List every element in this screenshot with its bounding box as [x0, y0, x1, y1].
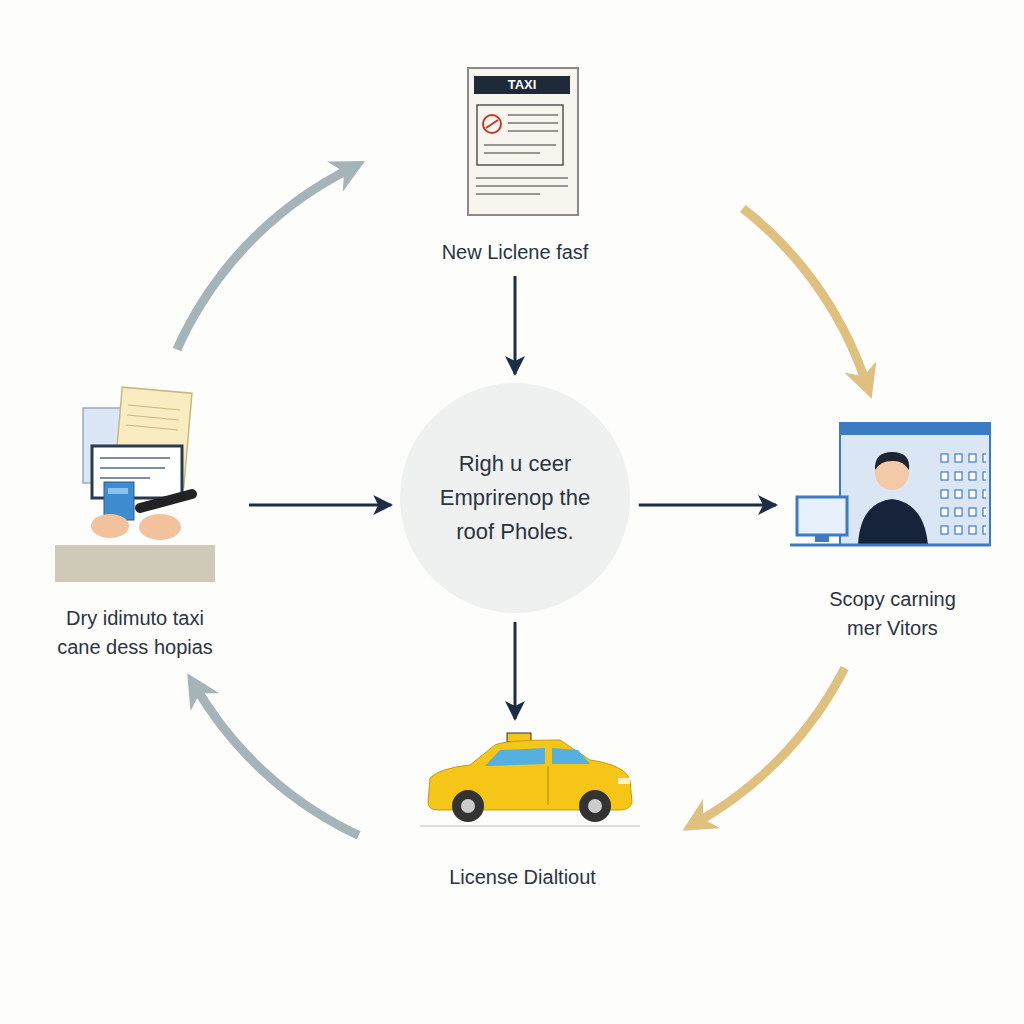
- cycle-arrow: [198, 691, 359, 836]
- cycle-arrow: [743, 208, 865, 379]
- desk-illustration: [55, 387, 215, 582]
- step-caption: Scopy carning mer Vitors: [813, 585, 973, 643]
- circle-text: Righ u ceer Emprirenop the roof Pholes.: [430, 447, 600, 549]
- flow-arrow: [514, 622, 517, 719]
- flow-arrow: [514, 276, 517, 374]
- screen-step: Scopy carning mer Vitors: [785, 415, 1000, 643]
- flow-arrow: [639, 504, 776, 507]
- screen-illustration: [790, 423, 990, 545]
- cycle-arrow: [700, 668, 845, 820]
- taxi-step: License Dialtiout: [410, 728, 635, 892]
- sign-text: TAXI: [474, 76, 570, 94]
- document-step: New Liclene fasf: [420, 62, 610, 267]
- step-caption: New Liclene fasf: [423, 238, 608, 267]
- flow-arrow: [249, 504, 391, 507]
- cycle-arrow: [177, 170, 347, 349]
- center-circle: Righ u ceer Emprirenop the roof Pholes.: [400, 383, 630, 613]
- step-caption: Dry idimuto taxi cane dess hopias: [48, 604, 223, 662]
- taxi-illustration: [420, 733, 640, 826]
- desk-step: Dry idimuto taxi cane dess hopias: [30, 378, 240, 662]
- license-document: [468, 68, 578, 215]
- step-caption: License Dialtiout: [415, 863, 630, 892]
